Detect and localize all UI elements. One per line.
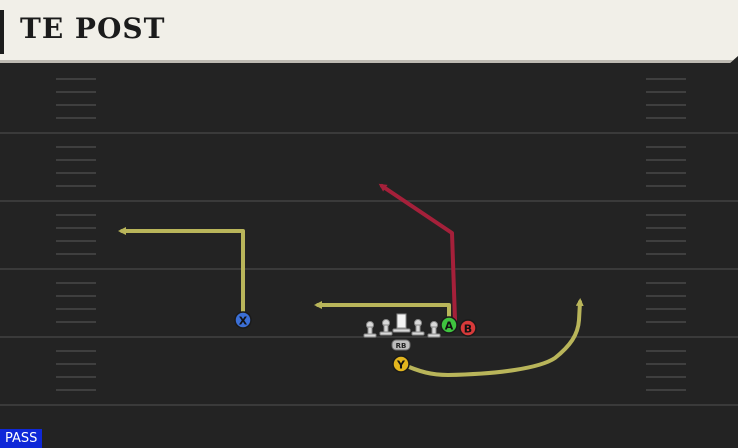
receiver-b[interactable]: B xyxy=(459,319,477,337)
receiver-a-label: A xyxy=(445,320,454,333)
running-back: RB xyxy=(391,339,411,351)
yard-lines xyxy=(0,132,738,406)
receiver-a[interactable]: A xyxy=(440,316,458,334)
rb-label: RB xyxy=(396,342,407,350)
play-title: TE POST xyxy=(20,12,166,45)
hash-marks xyxy=(56,78,686,391)
lineman-icon xyxy=(427,321,441,338)
play-field: RB X A B Y xyxy=(0,78,738,406)
lineman-icon xyxy=(411,319,425,336)
b-route xyxy=(378,183,457,322)
receiver-y[interactable]: Y xyxy=(392,355,410,373)
header-accent xyxy=(0,10,4,54)
play-type-badge: PASS xyxy=(0,429,43,448)
offensive-line xyxy=(363,313,441,338)
receiver-x[interactable]: X xyxy=(234,311,252,329)
x-route xyxy=(118,227,245,321)
center-icon xyxy=(392,313,411,333)
play-header: TE POST xyxy=(0,0,738,63)
lineman-icon xyxy=(379,319,393,336)
lineman-icon xyxy=(363,321,377,338)
receiver-b-label: B xyxy=(464,323,472,336)
receiver-y-label: Y xyxy=(396,359,406,372)
y-route xyxy=(400,298,584,377)
receiver-x-label: X xyxy=(239,315,248,328)
